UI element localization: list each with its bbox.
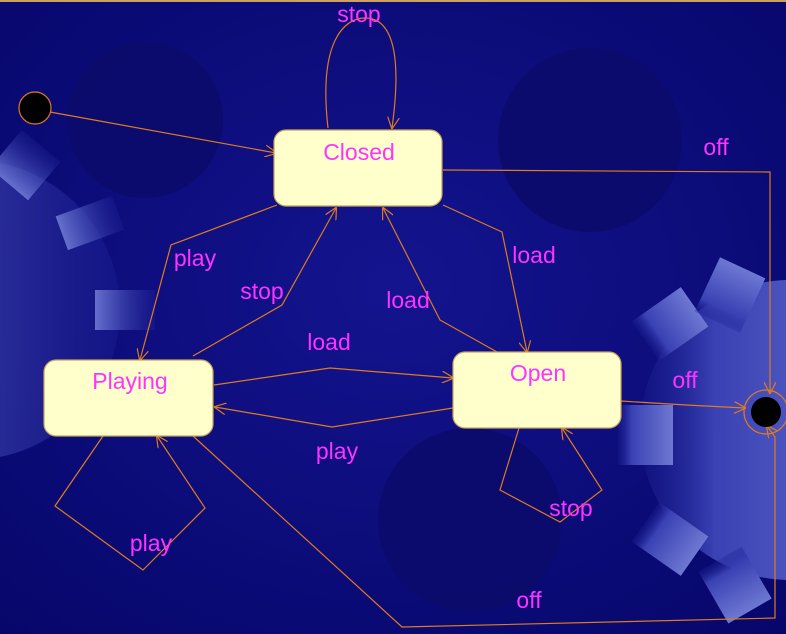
state-open[interactable]: Open (452, 351, 622, 429)
state-open-label: Open (510, 360, 566, 386)
label-playing-to-final: off (516, 587, 542, 613)
state-closed[interactable]: Closed (273, 129, 443, 207)
label-playing-to-open: load (307, 329, 350, 355)
label-open-to-final: off (672, 367, 698, 393)
label-playing-self: play (130, 530, 173, 556)
edge-closed-to-final[interactable] (442, 169, 770, 393)
label-closed-to-final: off (703, 134, 729, 160)
edge-open-to-final[interactable] (620, 400, 745, 408)
edge-closed-self-loop[interactable] (325, 17, 396, 128)
label-closed-self: stop (337, 1, 380, 27)
final-state[interactable] (743, 389, 786, 435)
edge-open-to-closed[interactable] (383, 208, 498, 353)
label-open-self: stop (549, 495, 592, 521)
edge-playing-to-closed[interactable] (192, 208, 336, 357)
initial-state[interactable] (18, 91, 52, 125)
edge-playing-self-loop[interactable] (54, 436, 206, 571)
edge-open-self-loop[interactable] (499, 428, 603, 523)
state-playing-label: Playing (92, 368, 167, 394)
edge-closed-to-playing[interactable] (140, 204, 278, 360)
label-closed-to-open: load (512, 242, 555, 268)
label-closed-to-playing: play (174, 245, 217, 271)
transition-labels: stop off play stop load load load play o… (130, 1, 729, 613)
edge-initial-to-closed[interactable] (49, 111, 276, 153)
edge-playing-to-final[interactable] (192, 426, 775, 628)
state-closed-label: Closed (323, 139, 395, 165)
edge-playing-to-open[interactable] (213, 367, 453, 386)
label-open-to-playing: play (316, 438, 359, 464)
edge-closed-to-open[interactable] (442, 204, 527, 352)
gear-right-icon (618, 257, 786, 624)
state-playing[interactable]: Playing (43, 359, 214, 437)
label-playing-to-closed: stop (240, 278, 283, 304)
label-open-to-closed: load (386, 287, 429, 313)
edge-open-to-playing[interactable] (215, 407, 454, 428)
